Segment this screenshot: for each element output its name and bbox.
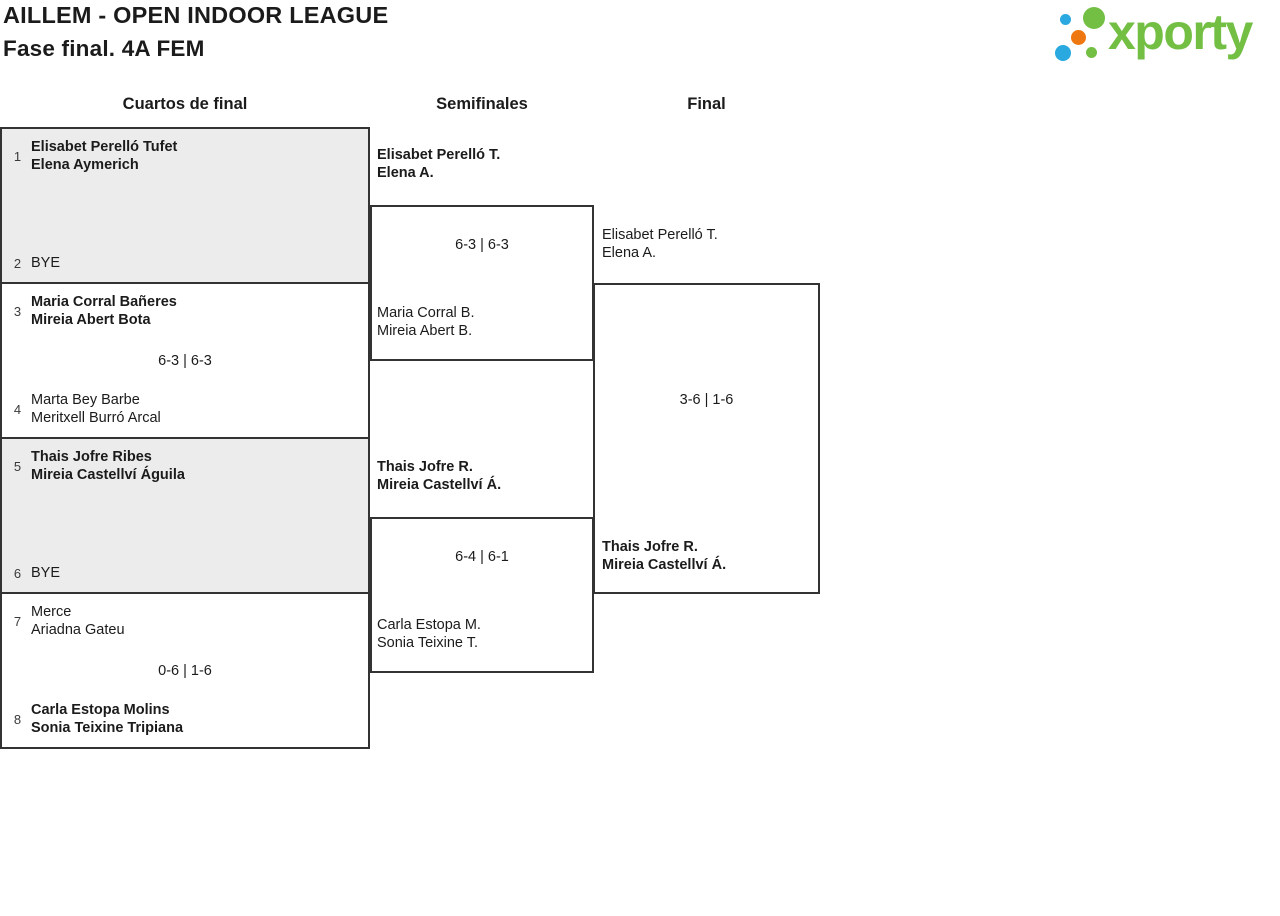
- player-name: Sonia Teixine T.: [377, 635, 479, 651]
- match-final-box: [593, 283, 820, 594]
- player-name: Mireia Castellví Águila: [31, 467, 185, 483]
- player-name: Maria Corral Bañeres: [31, 294, 177, 310]
- match-qf3: 5 Thais Jofre Ribes Mireia Castellví Águ…: [2, 439, 368, 594]
- sf2-score: 6-4 | 6-1: [455, 549, 509, 565]
- player-name: Mireia Castellví Á.: [377, 477, 502, 493]
- player-name: Maria Corral B.: [377, 305, 475, 321]
- qf3-team1: 5 Thais Jofre Ribes Mireia Castellví Águ…: [10, 448, 185, 484]
- logo-dot-blue-small-icon: [1060, 14, 1071, 25]
- xporty-wordmark: xporty: [1108, 4, 1253, 60]
- qf1-team1: 1 Elisabet Perelló Tufet Elena Aymerich: [10, 138, 178, 174]
- sf2-team2: Carla Estopa M. Sonia Teixine T.: [377, 616, 481, 652]
- player-name: Meritxell Burró Arcal: [31, 410, 161, 426]
- player-name: BYE: [31, 255, 61, 271]
- sf1-team2: Maria Corral B. Mireia Abert B.: [377, 304, 475, 340]
- qf2-team2: 4 Marta Bey Barbe Meritxell Burró Arcal: [10, 391, 161, 427]
- player-name: Mireia Abert B.: [377, 323, 473, 339]
- player-name: Elena A.: [377, 165, 434, 181]
- player-name: Elena Aymerich: [31, 157, 139, 173]
- seed-number: 3: [13, 303, 22, 319]
- player-name: Thais Jofre Ribes: [31, 449, 152, 465]
- player-name: BYE: [31, 565, 61, 581]
- qf2-team1: 3 Maria Corral Bañeres Mireia Abert Bota: [10, 293, 177, 329]
- seed-number: 8: [13, 711, 22, 727]
- logo-dot-blue-big-icon: [1055, 45, 1071, 61]
- seed-number: 2: [13, 255, 22, 271]
- sf2-team1: Thais Jofre R. Mireia Castellví Á.: [377, 458, 501, 494]
- final-score: 3-6 | 1-6: [679, 392, 734, 408]
- final-team2: Thais Jofre R. Mireia Castellví Á.: [602, 538, 726, 574]
- player-name: Mireia Abert Bota: [31, 312, 151, 328]
- player-name: Carla Estopa M.: [377, 617, 481, 633]
- player-name: Mireia Castellví Á.: [602, 557, 727, 573]
- player-name: Merce: [31, 604, 72, 620]
- seed-number: 5: [13, 458, 22, 474]
- column-header-quarterfinals: Cuartos de final: [122, 95, 248, 113]
- qf1-team2: 2 BYE: [10, 254, 60, 272]
- sf1-team1: Elisabet Perelló T. Elena A.: [377, 146, 500, 182]
- sf1-score: 6-3 | 6-3: [455, 237, 509, 253]
- player-name: Thais Jofre R.: [602, 539, 698, 555]
- qf4-score: 0-6 | 1-6: [158, 662, 212, 679]
- player-name: Elisabet Perelló Tufet: [31, 139, 178, 155]
- player-name: Sonia Teixine Tripiana: [31, 720, 184, 736]
- page-subtitle: Fase final. 4A FEM: [3, 36, 205, 61]
- xporty-logo[interactable]: xporty: [1048, 0, 1280, 76]
- qf3-team2: 6 BYE: [10, 564, 60, 582]
- qf4-team2: 8 Carla Estopa Molins Sonia Teixine Trip…: [10, 701, 183, 737]
- logo-dot-orange-icon: [1071, 30, 1086, 45]
- seed-number: 6: [13, 565, 22, 581]
- player-name: Elisabet Perelló T.: [602, 227, 718, 243]
- logo-dot-green-big-icon: [1083, 7, 1105, 29]
- seed-number: 4: [13, 401, 22, 417]
- player-name: Thais Jofre R.: [377, 459, 473, 475]
- match-sf2-box: [370, 517, 594, 673]
- match-qf1: 1 Elisabet Perelló Tufet Elena Aymerich …: [2, 129, 368, 284]
- player-name: Elisabet Perelló T.: [377, 147, 501, 163]
- qf2-score: 6-3 | 6-3: [158, 352, 212, 369]
- seed-number: 7: [13, 613, 22, 629]
- final-team1: Elisabet Perelló T. Elena A.: [602, 226, 718, 262]
- logo-dot-green-small-icon: [1086, 47, 1097, 58]
- match-qf2: 3 Maria Corral Bañeres Mireia Abert Bota…: [2, 284, 368, 439]
- quarterfinals-column: 1 Elisabet Perelló Tufet Elena Aymerich …: [0, 127, 370, 749]
- column-header-final: Final: [687, 95, 726, 113]
- seed-number: 1: [13, 148, 22, 164]
- column-header-semifinals: Semifinales: [436, 95, 528, 113]
- player-name: Ariadna Gateu: [31, 622, 125, 638]
- qf4-team1: 7 Merce Ariadna Gateu: [10, 603, 125, 639]
- player-name: Elena A.: [602, 245, 657, 261]
- match-qf4: 7 Merce Ariadna Gateu 0-6 | 1-6 8 Carla …: [2, 594, 368, 747]
- page-title: AILLEM - OPEN INDOOR LEAGUE: [3, 2, 389, 28]
- player-name: Marta Bey Barbe: [31, 392, 140, 408]
- player-name: Carla Estopa Molins: [31, 702, 170, 718]
